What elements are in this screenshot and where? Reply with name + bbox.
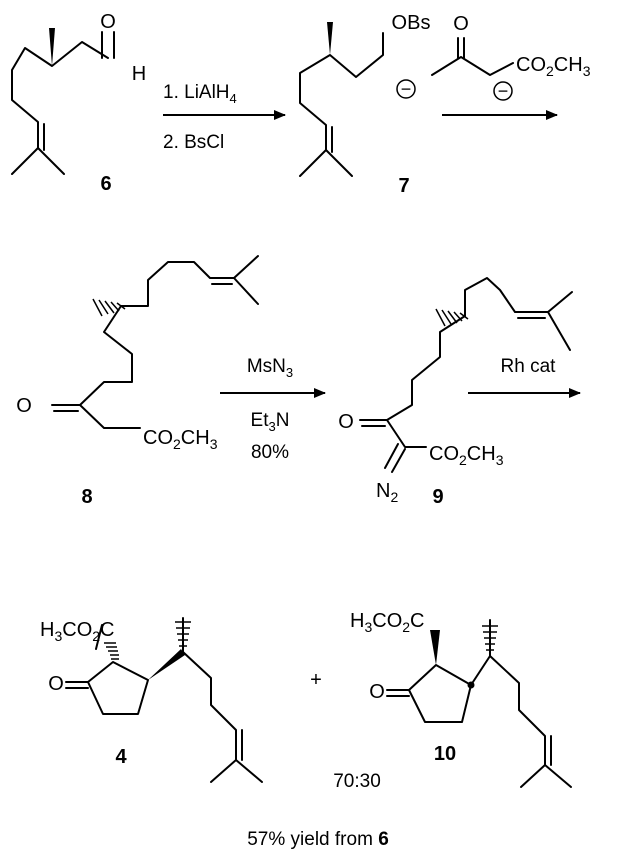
compound-4-ester-group: H3CO2C — [40, 619, 115, 644]
condition-step3-reagent2: Et3N — [251, 410, 290, 434]
compound-10-skeleton — [408, 619, 572, 788]
compound-6-methyl-wedge — [49, 28, 55, 66]
compound-8-methyl-hash — [92, 298, 126, 317]
compound-6: O H 6 — [11, 11, 146, 195]
product-ratio: 70:30 — [333, 771, 381, 792]
compound-10-methyl-hash — [482, 625, 498, 651]
overall-yield: 57% yield from 6 — [247, 829, 389, 850]
compound-4-ring-wedge — [148, 649, 185, 680]
compound-6-skeleton — [11, 41, 109, 175]
compound-4-methyl-hash — [175, 621, 191, 647]
condition-step4-reagent: Rh cat — [501, 356, 557, 377]
compound-8-ester-group: CO2CH3 — [143, 427, 218, 452]
compound-7-methyl-wedge — [327, 22, 333, 55]
compound-6-aldehyde-H: H — [132, 63, 146, 85]
dianion-charge-circle-2 — [493, 81, 513, 101]
dianion-ketone-O: O — [453, 13, 469, 35]
compound-6-double-bonds — [43, 31, 115, 151]
compound-10-double-bonds — [386, 689, 552, 766]
compound-4-number: 4 — [115, 746, 127, 768]
compound-9-ketone-O: O — [338, 411, 354, 433]
compound-7: OBs 7 — [299, 12, 431, 197]
dianion-skeleton — [431, 37, 514, 76]
compound-9-ester-group: CO2CH3 — [429, 443, 504, 468]
compound-10-stereo-dot — [467, 681, 475, 689]
condition-step3-reagent1: MsN3 — [247, 356, 293, 380]
compound-10-ester-group: H3CO2C — [350, 610, 425, 635]
compound-6-aldehyde-O: O — [100, 11, 116, 33]
compound-4-double-bonds — [65, 681, 243, 761]
compound-4: H3CO2C O 4 — [40, 617, 263, 783]
plus-sign: + — [310, 669, 322, 691]
compound-9-double-bonds — [361, 317, 546, 473]
dianion-charge-2: − — [498, 81, 509, 101]
compound-10-ester-wedge — [430, 630, 440, 665]
compound-9-methyl-hash — [435, 308, 469, 327]
dianion-charge-1: − — [401, 79, 412, 99]
compound-9-diazo-group: N2 — [376, 480, 398, 505]
compound-8-double-bonds — [53, 283, 233, 412]
compound-7-skeleton — [299, 32, 384, 177]
compound-10-number: 10 — [434, 743, 456, 765]
compound-7-leaving-group: OBs — [392, 12, 431, 34]
compound-4-skeleton — [87, 617, 263, 783]
compound-8-number: 8 — [81, 486, 92, 508]
dianion-charge-circle-1 — [396, 79, 416, 99]
condition-step1-line2: 2. BsCl — [163, 132, 224, 153]
compound-6-number: 6 — [100, 173, 111, 195]
condition-step1-line1: 1. LiAlH4 — [163, 82, 237, 106]
compound-4-ketone-O: O — [48, 673, 64, 695]
compound-8: O CO2CH3 8 — [16, 255, 259, 508]
acetoacetate-dianion: O CO2CH3 − − — [396, 13, 591, 101]
compound-4-ester-hash — [104, 642, 119, 660]
compound-9-number: 9 — [432, 486, 443, 508]
compound-8-skeleton — [51, 255, 259, 429]
compound-10-ketone-O: O — [369, 681, 385, 703]
compound-7-number: 7 — [398, 175, 409, 197]
compound-8-ketone-O: O — [16, 395, 32, 417]
condition-step3-yield: 80% — [251, 442, 289, 463]
dianion-ester-group: CO2CH3 — [516, 54, 591, 79]
compound-10: H3CO2C O 10 — [350, 610, 572, 788]
compound-9: O CO2CH3 N2 9 — [338, 277, 573, 508]
